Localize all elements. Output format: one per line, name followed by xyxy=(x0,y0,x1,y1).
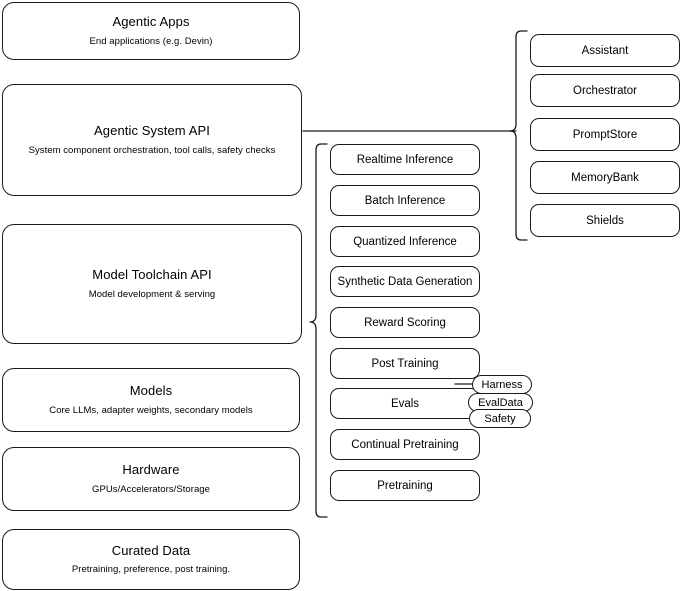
component-label: Quantized Inference xyxy=(353,235,457,248)
component-label: PromptStore xyxy=(572,128,638,141)
layer-title: Models xyxy=(129,383,173,399)
evals-tag-evaldata[interactable]: EvalData xyxy=(468,393,533,412)
component-orchestrator[interactable]: Orchestrator xyxy=(530,74,680,107)
layer-subtitle: Model development & serving xyxy=(88,288,216,300)
component-label: Evals xyxy=(390,397,420,410)
component-label: Realtime Inference xyxy=(356,153,454,166)
component-pretraining[interactable]: Pretraining xyxy=(330,470,480,501)
layer-title: Agentic System API xyxy=(94,123,210,139)
layer-hardware[interactable]: Hardware GPUs/Accelerators/Storage xyxy=(2,447,300,511)
evals-tag-harness[interactable]: Harness xyxy=(472,375,532,394)
layer-subtitle: GPUs/Accelerators/Storage xyxy=(92,483,210,495)
component-label: Shields xyxy=(586,214,624,227)
layer-subtitle: Core LLMs, adapter weights, secondary mo… xyxy=(49,404,253,416)
layer-subtitle: System component orchestration, tool cal… xyxy=(28,144,276,156)
component-shields[interactable]: Shields xyxy=(530,204,680,237)
component-reward-scoring[interactable]: Reward Scoring xyxy=(330,307,480,338)
component-label: Synthetic Data Generation xyxy=(337,275,473,288)
component-assistant[interactable]: Assistant xyxy=(530,34,680,67)
component-promptstore[interactable]: PromptStore xyxy=(530,118,680,151)
layer-subtitle: Pretraining, preference, post training. xyxy=(71,564,231,576)
layer-title: Curated Data xyxy=(111,542,191,558)
component-label: Post Training xyxy=(371,357,439,370)
component-memorybank[interactable]: MemoryBank xyxy=(530,161,680,194)
agentic-components-bracket xyxy=(509,30,528,241)
evals-tag-label: Safety xyxy=(484,412,516,425)
layer-models[interactable]: Models Core LLMs, adapter weights, secon… xyxy=(2,368,300,432)
component-continual-pretraining[interactable]: Continual Pretraining xyxy=(330,429,480,460)
component-label: Assistant xyxy=(581,44,629,57)
component-label: Orchestrator xyxy=(573,84,637,97)
component-realtime-inference[interactable]: Realtime Inference xyxy=(330,144,480,175)
layer-subtitle: End applications (e.g. Devin) xyxy=(89,35,213,47)
component-label: MemoryBank xyxy=(571,171,639,184)
evals-tag-label: Harness xyxy=(481,378,523,391)
layer-title: Model Toolchain API xyxy=(92,267,212,283)
layer-model-toolchain-api[interactable]: Model Toolchain API Model development & … xyxy=(2,224,302,344)
layer-agentic-system-api[interactable]: Agentic System API System component orch… xyxy=(2,84,302,196)
component-quantized-inference[interactable]: Quantized Inference xyxy=(330,226,480,257)
layer-title: Hardware xyxy=(122,462,180,478)
component-label: Batch Inference xyxy=(364,194,446,207)
layer-curated-data[interactable]: Curated Data Pretraining, preference, po… xyxy=(2,529,300,590)
component-evals[interactable]: Evals xyxy=(330,388,480,419)
evals-tag-safety[interactable]: Safety xyxy=(469,409,531,428)
component-post-training[interactable]: Post Training xyxy=(330,348,480,379)
evals-tag-label: EvalData xyxy=(478,396,523,409)
toolchain-components-bracket xyxy=(309,143,328,518)
component-synthetic-data-generation[interactable]: Synthetic Data Generation xyxy=(330,266,480,297)
component-label: Pretraining xyxy=(377,479,433,492)
component-label: Reward Scoring xyxy=(364,316,446,329)
component-batch-inference[interactable]: Batch Inference xyxy=(330,185,480,216)
layer-title: Agentic Apps xyxy=(112,14,190,30)
component-label: Continual Pretraining xyxy=(351,438,459,451)
layer-agentic-apps[interactable]: Agentic Apps End applications (e.g. Devi… xyxy=(2,2,300,60)
